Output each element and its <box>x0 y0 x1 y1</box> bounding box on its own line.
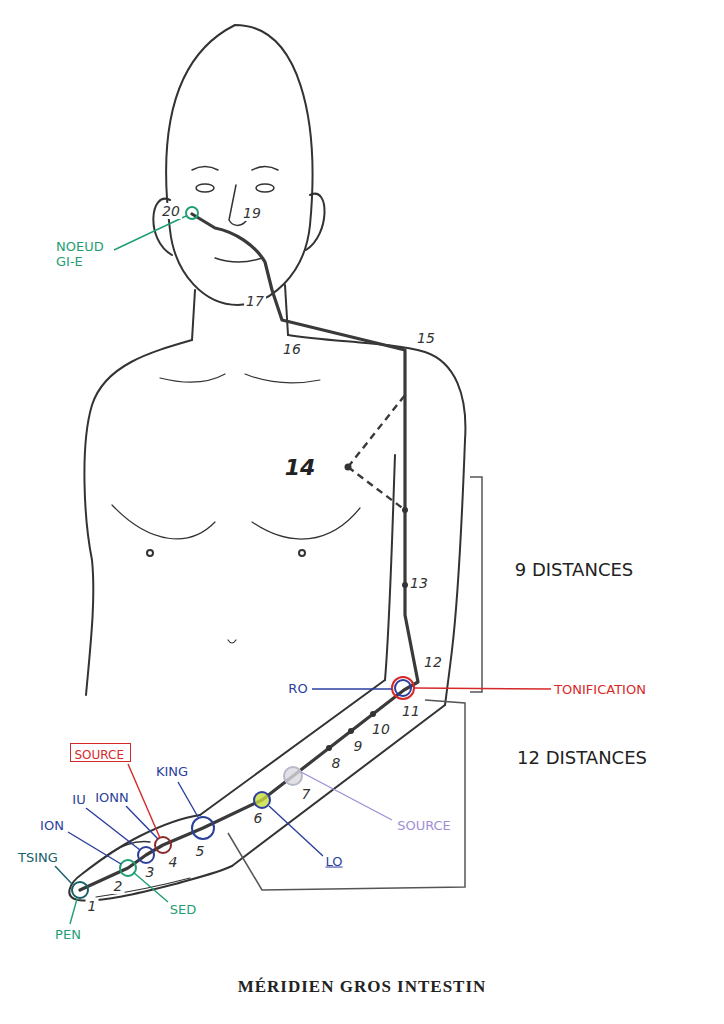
callout-number: 13 <box>408 575 430 591</box>
annotation-text: SOURCE <box>75 749 125 763</box>
leader-line <box>114 216 186 250</box>
meridian-branch <box>348 395 405 467</box>
point-marker <box>392 677 414 699</box>
callout-number: 9 <box>352 738 365 754</box>
point-marker <box>192 817 214 839</box>
point-annotation: KING <box>154 765 190 780</box>
body-outline <box>256 184 274 192</box>
body-outline <box>299 550 305 556</box>
callout-number: 12 <box>422 654 444 670</box>
dimension-label: 9 DISTANCES <box>513 560 636 581</box>
body-outline <box>196 184 214 192</box>
body-outline <box>245 374 320 383</box>
body-outline <box>160 374 225 382</box>
dimension-label: 12 DISTANCES <box>515 748 649 769</box>
leader-line <box>68 832 121 864</box>
acupoint-dot <box>326 464 408 752</box>
point-marker <box>284 767 302 785</box>
distance-bracket <box>228 477 482 890</box>
point-marker <box>72 207 414 898</box>
annotation-box: SOURCE <box>70 743 131 762</box>
leader-line <box>269 806 323 856</box>
acupoint-dot <box>345 464 352 471</box>
body-outline <box>232 705 445 866</box>
callout-number: 1 <box>86 898 99 914</box>
callout-number: 8 <box>330 755 343 771</box>
body-outline <box>84 340 192 695</box>
body-outline <box>192 167 218 171</box>
point-marker <box>120 860 136 876</box>
point-annotation: SED <box>168 903 198 918</box>
callout-number: 4 <box>167 854 180 870</box>
callout-number: 10 <box>370 721 392 737</box>
body-outline <box>166 25 312 305</box>
point-marker <box>186 207 198 219</box>
body-outline <box>252 167 278 171</box>
leader-line <box>55 866 72 884</box>
callout-number: 19 <box>241 205 263 221</box>
callout-number: 5 <box>194 843 207 859</box>
diagram-title: MÉRIDIEN GROS INTESTIN <box>238 977 487 997</box>
body-outline <box>192 290 195 340</box>
acupoint-dot <box>370 711 376 717</box>
callout-number: 17 <box>244 293 266 309</box>
point-marker <box>72 882 88 898</box>
body-outline <box>306 194 325 250</box>
meridian-branch <box>348 395 405 510</box>
distance-bracket <box>470 477 482 692</box>
leader-line <box>312 688 392 689</box>
point-annotation: NOEUD GI-E <box>54 240 114 270</box>
leader-line <box>86 808 140 850</box>
leader-line <box>55 216 551 924</box>
body-outline <box>69 25 465 901</box>
callout-number: 7 <box>300 786 313 802</box>
leader-line <box>70 899 77 924</box>
point-marker <box>155 837 171 853</box>
point-marker <box>254 792 270 808</box>
point-annotation: SOURCE <box>395 819 453 834</box>
callout-number: 6 <box>252 810 265 826</box>
body-outline <box>215 258 262 262</box>
acupoint-dot <box>326 745 332 751</box>
point-annotation: IU <box>70 793 87 808</box>
body-outline <box>288 335 465 705</box>
leader-line <box>178 782 198 817</box>
callout-number: 16 <box>281 341 303 357</box>
body-outline <box>385 455 395 680</box>
callout-number: 11 <box>400 703 422 719</box>
body-outline <box>285 285 288 335</box>
callout-number: 2 <box>112 878 125 894</box>
body-outline <box>112 505 215 539</box>
point-annotation: ION <box>38 819 66 834</box>
point-annotation: LO <box>323 855 344 870</box>
point-annotation: TONIFICATION <box>552 683 648 698</box>
acupoint-dot <box>348 728 354 734</box>
callout-number: 15 <box>415 330 437 346</box>
leader-line <box>414 688 551 689</box>
body-outline <box>147 550 153 556</box>
meridian-line <box>80 214 418 890</box>
point-annotation: TSING <box>16 851 60 866</box>
leader-line <box>301 772 392 820</box>
body-outline <box>228 640 236 643</box>
point-marker <box>138 847 154 863</box>
acupoint-dot <box>402 507 408 513</box>
meridian-branch <box>348 467 405 510</box>
callout-number: 3 <box>144 864 157 880</box>
point-annotation: IONN <box>93 791 131 806</box>
meridian-line <box>80 214 418 890</box>
point-annotation: RO <box>286 682 309 697</box>
callout-number: 20 <box>160 203 182 219</box>
body-outline <box>200 680 385 815</box>
distance-bracket <box>228 700 465 890</box>
body-outline <box>252 508 360 539</box>
point-annotation: PEN <box>53 928 83 943</box>
callout-number: 14 <box>283 455 318 480</box>
point-marker <box>395 680 411 696</box>
